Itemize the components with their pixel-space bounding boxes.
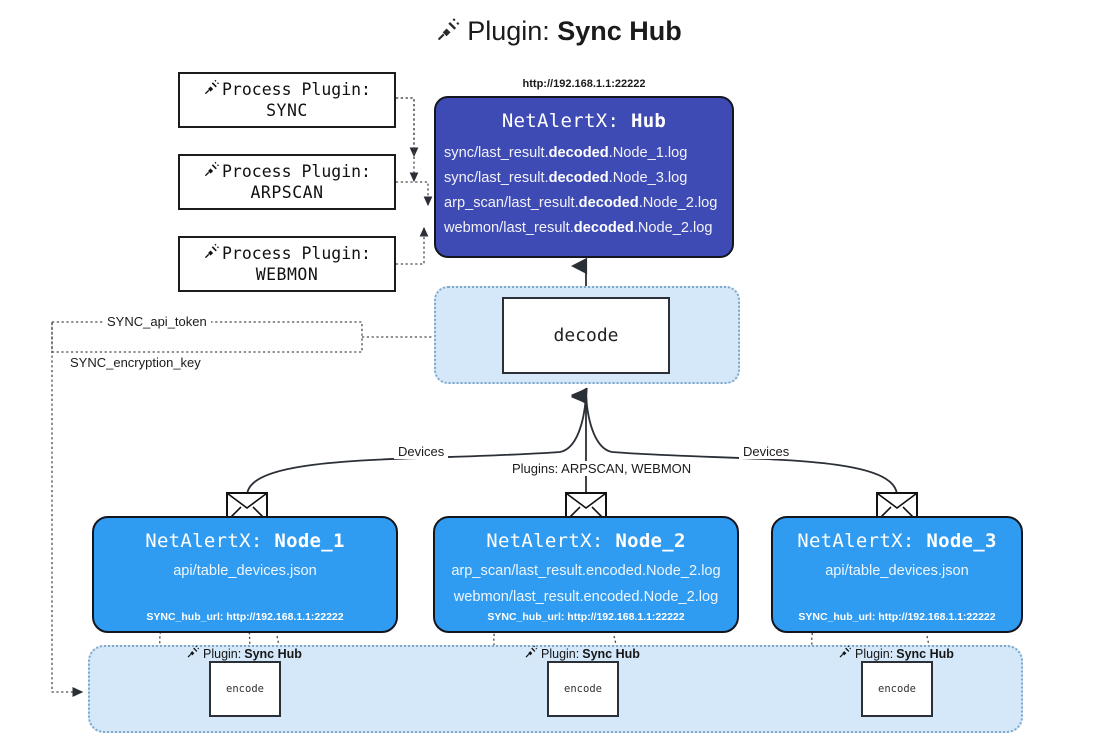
node-rows: api/table_devices.json	[94, 558, 396, 584]
node-1[interactable]: NetAlertX: Node_1 api/table_devices.json…	[92, 516, 398, 633]
node-title: NetAlertX: Node_3	[797, 530, 997, 552]
hub-row: sync/last_result.decoded.Node_3.log	[444, 170, 688, 186]
node-rows: api/table_devices.json	[773, 558, 1021, 584]
process-plugin-label: Process Plugin:	[221, 79, 371, 99]
encode-box-2[interactable]: encode	[547, 661, 619, 717]
node-3[interactable]: NetAlertX: Node_3 api/table_devices.json…	[771, 516, 1023, 633]
hub-node[interactable]: NetAlertX: Hub sync/last_result.decoded.…	[434, 96, 734, 258]
process-plugin-webmon[interactable]: Process Plugin: WEBMON	[178, 236, 396, 292]
page-title: Plugin: Sync Hub	[0, 16, 1117, 50]
hub-row: webmon/last_result.decoded.Node_2.log	[444, 220, 713, 236]
hub-url: http://192.168.1.1:22222	[522, 78, 646, 90]
node-row: api/table_devices.json	[825, 563, 969, 579]
hub-title: NetAlertX: Hub	[436, 110, 732, 132]
process-plugin-name: SYNC	[266, 101, 308, 120]
plug-icon	[203, 161, 220, 183]
plug-icon	[435, 17, 461, 50]
title-value: Sync Hub	[557, 16, 682, 46]
node-row: webmon/last_result.encoded.Node_2.log	[453, 589, 719, 605]
encode-box-3[interactable]: encode	[861, 661, 933, 717]
hub-rows: sync/last_result.decoded.Node_1.log sync…	[436, 141, 732, 241]
encode-box-1[interactable]: encode	[209, 661, 281, 717]
encoder-plugin-label-1: Plugin: Sync Hub	[186, 645, 302, 662]
node-2[interactable]: NetAlertX: Node_2 arp_scan/last_result.e…	[433, 516, 739, 633]
node-row: api/table_devices.json	[173, 563, 317, 579]
plug-icon	[203, 79, 220, 101]
process-plugin-name: WEBMON	[255, 265, 319, 284]
encoder-plugin-label-2: Plugin: Sync Hub	[524, 645, 640, 662]
edge-label-devices-right: Devices	[739, 444, 794, 459]
decode-box[interactable]: decode	[502, 297, 670, 374]
process-plugin-name: ARPSCAN	[250, 183, 324, 202]
node-row: arp_scan/last_result.encoded.Node_2.log	[451, 563, 721, 579]
process-plugin-label: Process Plugin:	[221, 161, 371, 181]
plug-icon	[524, 645, 538, 662]
title-label: Plugin:	[467, 16, 550, 46]
process-plugin-label: Process Plugin:	[221, 243, 371, 263]
process-plugin-arpscan[interactable]: Process Plugin: ARPSCAN	[178, 154, 396, 210]
edge-label-plugins-middle: Plugins: ARPSCAN, WEBMON	[508, 461, 696, 476]
process-plugin-sync[interactable]: Process Plugin: SYNC	[178, 72, 396, 128]
node-hub-url: SYNC_hub_url: http://192.168.1.1:22222	[798, 611, 996, 623]
plug-icon	[838, 645, 852, 662]
node-hub-url: SYNC_hub_url: http://192.168.1.1:22222	[146, 611, 344, 623]
setting-api-token: SYNC_api_token	[103, 314, 211, 329]
hub-name: Hub	[630, 110, 667, 132]
node-title: NetAlertX: Node_2	[486, 530, 686, 552]
node-hub-url: SYNC_hub_url: http://192.168.1.1:22222	[487, 611, 685, 623]
node-rows: arp_scan/last_result.encoded.Node_2.log …	[435, 558, 737, 610]
plug-icon	[186, 645, 200, 662]
hub-row: sync/last_result.decoded.Node_1.log	[444, 145, 688, 161]
hub-row: arp_scan/last_result.decoded.Node_2.log	[444, 195, 718, 211]
edge-label-devices-left: Devices	[394, 444, 449, 459]
encoder-plugin-label-3: Plugin: Sync Hub	[838, 645, 954, 662]
setting-encryption-key: SYNC_encryption_key	[66, 355, 205, 370]
hub-prefix: NetAlertX:	[501, 110, 620, 132]
node-title: NetAlertX: Node_1	[145, 530, 345, 552]
plug-icon	[203, 243, 220, 265]
